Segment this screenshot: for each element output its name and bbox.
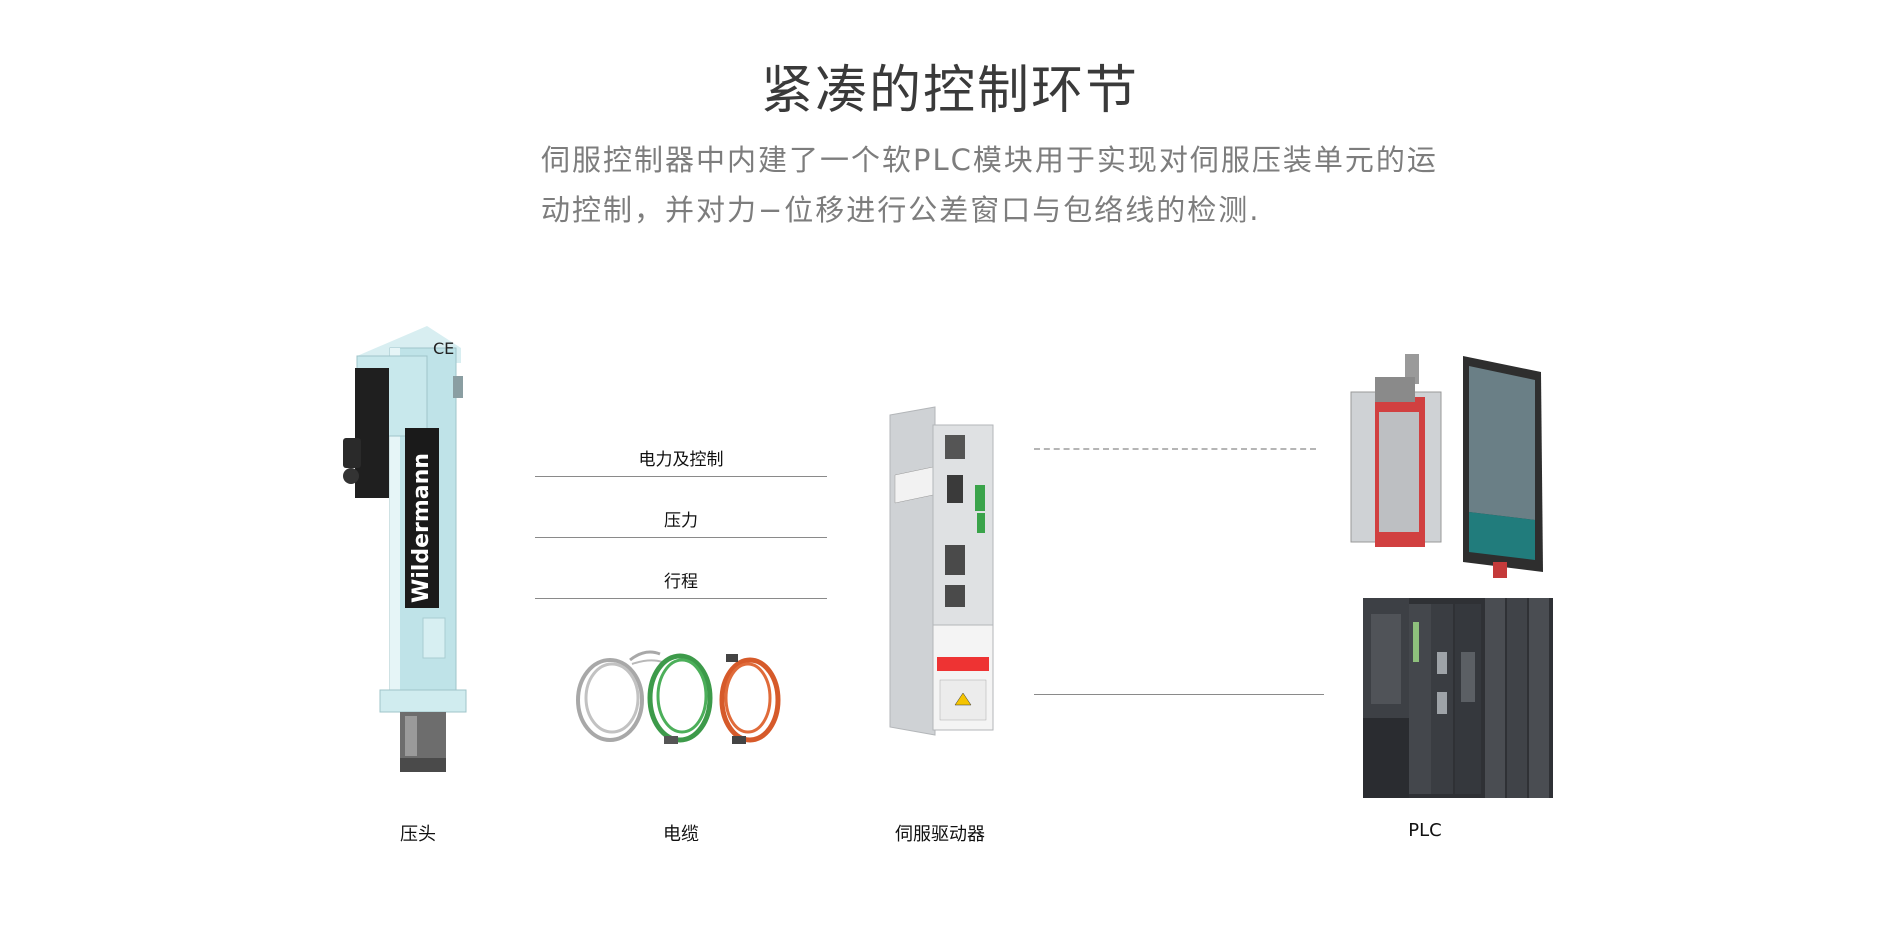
caption-servo-drive: 伺服驱动器 <box>895 824 985 845</box>
signal-label: 电力及控制 <box>638 450 724 470</box>
caption-plc: PLC <box>1408 820 1442 841</box>
description-line-1: 伺服控制器中内建了一个软PLC模块用于实现对伺服压装单元的运 <box>541 143 1438 177</box>
press-brand-label: Wildermann <box>409 453 434 603</box>
connection-line-plc <box>1034 694 1324 695</box>
connection-line-hmi <box>1034 448 1316 450</box>
description: 伺服控制器中内建了一个软PLC模块用于实现对伺服压装单元的运 动控制，并对力−位… <box>541 135 1461 235</box>
press-head-icon: CE Wildermann <box>343 326 467 772</box>
plc-icon <box>1350 354 1553 798</box>
signal-label: 压力 <box>664 511 698 531</box>
signal-power-control: 电力及控制 <box>535 445 827 477</box>
caption-press-head: 压头 <box>400 824 436 845</box>
page-title: 紧凑的控制环节 <box>760 61 1139 121</box>
description-line-2: 动控制，并对力−位移进行公差窗口与包络线的检测. <box>541 193 1261 227</box>
signal-label: 行程 <box>664 572 698 592</box>
ce-mark: CE <box>433 339 454 358</box>
signal-force: 压力 <box>535 506 827 538</box>
servo-drive-icon <box>889 406 994 736</box>
cable-icon <box>576 650 781 744</box>
signal-stroke: 行程 <box>535 567 827 599</box>
caption-cable: 电缆 <box>663 824 699 845</box>
